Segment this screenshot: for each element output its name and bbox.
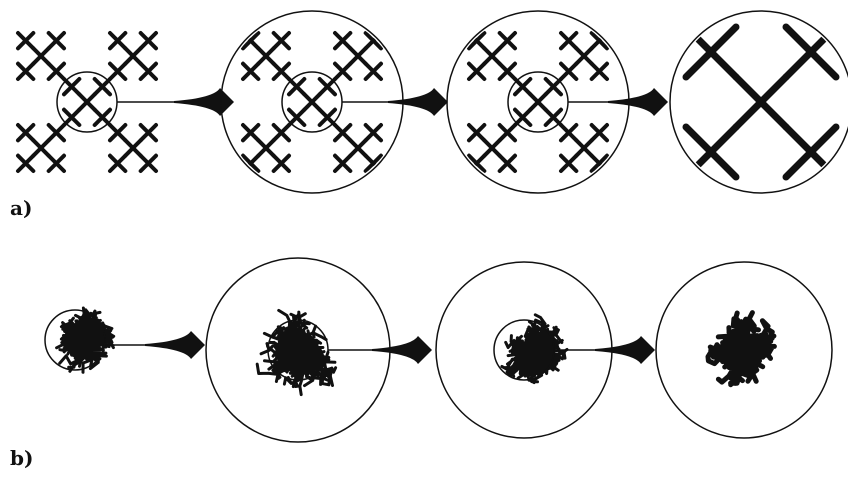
arrow-2 <box>342 88 448 116</box>
cluster-path <box>257 310 335 394</box>
panel-a-row <box>18 11 848 193</box>
panel-b-row <box>45 258 832 442</box>
panel-label-a: a) <box>10 198 32 218</box>
arrow-4 <box>105 331 205 359</box>
arrow-6 <box>554 336 655 364</box>
arrow-3 <box>568 88 668 116</box>
arrow-5 <box>328 336 432 364</box>
cluster-path <box>502 315 567 383</box>
cluster-path <box>708 313 774 385</box>
panel-label-b: b) <box>10 448 33 468</box>
arrow-1 <box>117 88 234 116</box>
